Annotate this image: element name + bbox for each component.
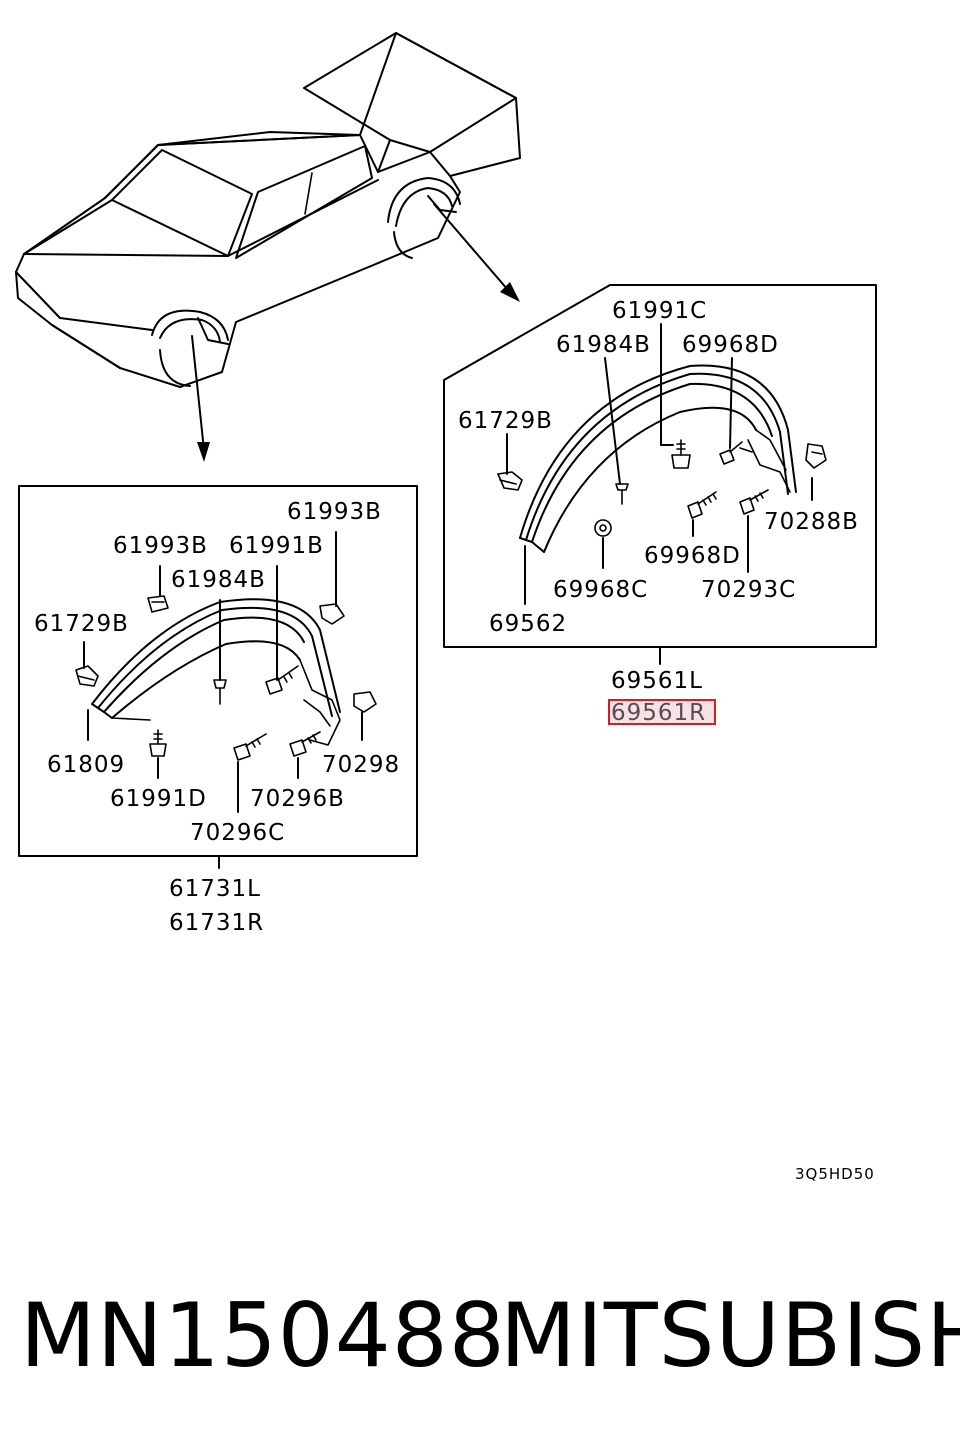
label-61731l: 61731L	[169, 876, 261, 902]
rear-leader-lines	[506, 323, 813, 665]
label-70293c: 70293C	[701, 577, 796, 603]
label-61809: 61809	[47, 752, 125, 778]
label-61991c: 61991C	[612, 298, 707, 324]
footer-brand: MITSUBISHI	[500, 1284, 960, 1387]
front-flare-panel: 61993B 61993B 61991B 61984B 61729B 61809…	[18, 485, 418, 936]
label-69562: 69562	[489, 611, 567, 637]
label-69968d-top: 69968D	[682, 332, 779, 358]
label-61729b-rear: 61729B	[458, 408, 553, 434]
label-70296c: 70296C	[190, 820, 285, 846]
label-69561l: 69561L	[611, 668, 703, 694]
label-61993b-top: 61993B	[287, 499, 382, 525]
footer-part-number: MN150488	[20, 1284, 506, 1387]
rear-fasteners	[497, 439, 827, 537]
highlight-box	[608, 699, 716, 725]
label-70288b: 70288B	[764, 509, 859, 535]
label-61729b-front: 61729B	[34, 611, 129, 637]
rear-flare-panel: 61991C 61984B 69968D 61729B 70288B 69968…	[443, 284, 877, 726]
label-70296b: 70296B	[250, 786, 345, 812]
label-61984b-front: 61984B	[171, 567, 266, 593]
label-61991d: 61991D	[110, 786, 207, 812]
label-69968c: 69968C	[553, 577, 648, 603]
label-70298: 70298	[322, 752, 400, 778]
vehicle-illustration	[15, 32, 521, 462]
front-fender-flare	[91, 598, 341, 746]
label-61731r: 61731R	[169, 910, 264, 936]
label-69561r: 69561R	[611, 700, 706, 726]
label-61984b-rear: 61984B	[556, 332, 651, 358]
label-61993b-left: 61993B	[113, 533, 208, 559]
label-61991b: 61991B	[229, 533, 324, 559]
label-69968d-mid: 69968D	[644, 543, 741, 569]
front-leader-lines	[83, 531, 363, 869]
rear-fender-flare	[519, 364, 797, 553]
diagram-code: 3Q5HD50	[795, 1165, 875, 1183]
front-fasteners	[75, 595, 377, 761]
